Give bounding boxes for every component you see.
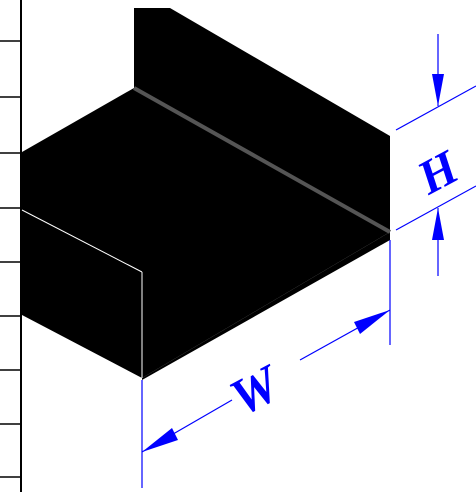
height-dimension [395, 34, 476, 276]
isometric-solid [21, 8, 391, 380]
width-dimension [141, 240, 391, 488]
back-wall [134, 8, 390, 232]
width-arrowhead-left [142, 428, 178, 452]
height-arrowhead-top [432, 74, 444, 106]
height-extension-line-top [395, 85, 476, 131]
right-face [142, 232, 390, 380]
width-label: W [221, 354, 292, 428]
width-arrowhead-right [354, 310, 390, 334]
height-arrowhead-bottom [432, 208, 444, 240]
front-face [22, 152, 142, 378]
height-extension-line-bottom [395, 185, 476, 231]
left-table-border [0, 0, 22, 492]
front-edge-top [21, 209, 143, 273]
wall-seam [133, 86, 391, 234]
